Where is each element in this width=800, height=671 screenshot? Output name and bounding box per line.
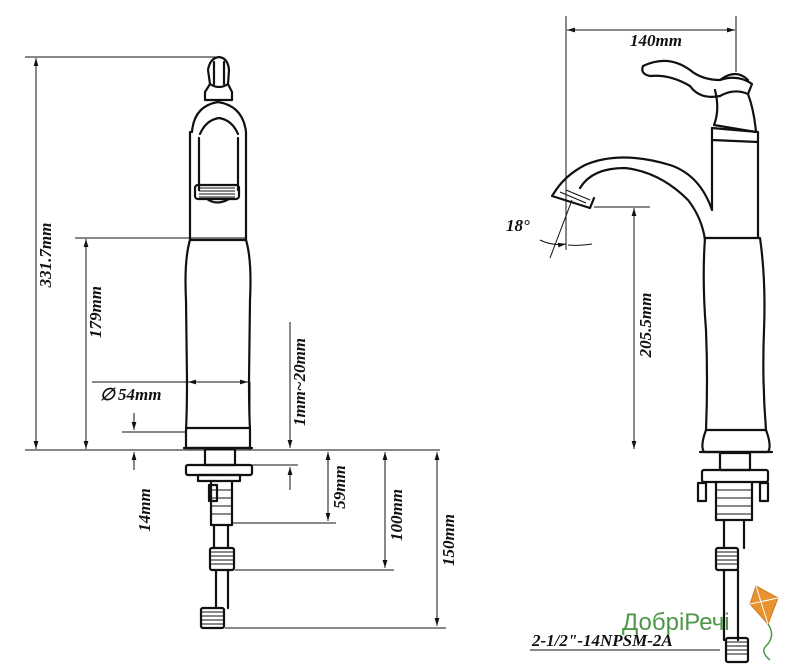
dim-body-height: 179mm <box>86 286 105 338</box>
dim-diameter: 54mm <box>118 385 161 404</box>
dim-shank-100: 100mm <box>387 489 406 541</box>
side-body <box>550 138 774 454</box>
front-view: 331.7mm 179mm ∅ 54mm 1mm~20mm 14mm 59mm … <box>25 55 458 630</box>
dim-base-offset: 14mm <box>135 488 154 531</box>
faucet-head <box>188 100 248 242</box>
faucet-body <box>182 238 254 450</box>
front-mount <box>184 447 254 630</box>
dim-shank-150: 150mm <box>439 514 458 566</box>
watermark-logo: ДобріРечі <box>622 585 779 661</box>
kite-icon <box>749 585 779 661</box>
watermark-brand: ДобріРечі <box>622 609 730 636</box>
dim-width: 140mm <box>630 31 682 50</box>
dim-diameter-symbol: ∅ <box>100 385 117 404</box>
dim-deck-range: 1mm~20mm <box>290 338 309 426</box>
dim-spout-height: 205.5mm <box>636 293 655 359</box>
side-mount <box>696 451 770 664</box>
dim-angle: 18° <box>506 216 530 235</box>
side-handle <box>641 59 760 144</box>
thread-spec: 2-1/2"-14NPSM-2A <box>531 631 673 650</box>
dim-total-height: 331.7mm <box>36 223 55 289</box>
dim-shank-59: 59mm <box>330 465 349 508</box>
handle-lever <box>203 55 234 102</box>
side-view: 140mm 205.5mm 18° 2-1/2"-14NPSM-2A <box>506 16 774 664</box>
